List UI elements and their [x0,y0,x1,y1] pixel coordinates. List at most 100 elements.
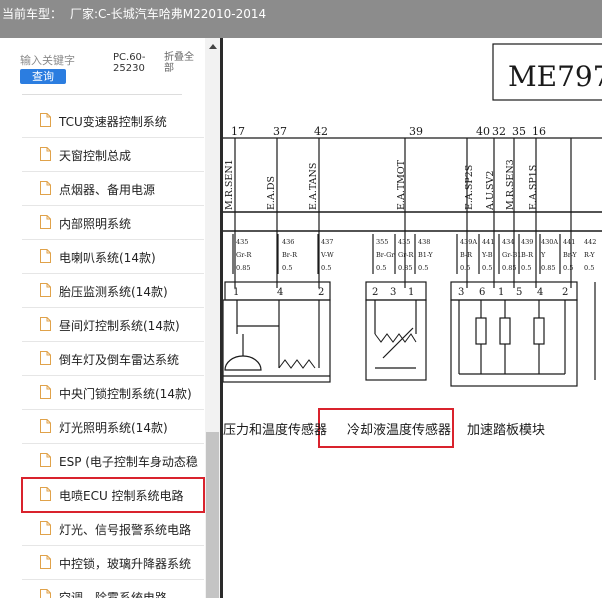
tree-item-label: 倒车灯及倒车雷达系统 [59,353,180,367]
tree-item-label: 电喇叭系统(14款) [59,251,156,265]
wire-size: 0.5 [376,264,386,272]
wire-number: 442 [584,238,596,246]
tree-item[interactable]: 灯光照明系统(14款) [22,410,204,444]
tree-item[interactable]: 电喇叭系统(14款) [22,240,204,274]
wire-color: Gr-B1 [502,251,521,259]
tree-item-label: 中控锁，玻璃升降器系统 [59,557,192,571]
tree-item[interactable]: 昼间灯控制系统(14款) [22,308,204,342]
connector-pin: 3 [458,287,464,298]
wire-size: 0.85 [398,264,412,272]
document-icon [40,147,51,161]
wire-number: 439 [521,238,533,246]
document-icon [40,419,51,433]
tree-item-label: 内部照明系统 [59,217,132,231]
search-button[interactable]: 查询 [20,69,66,84]
wire-size: 0.85 [541,264,555,272]
wire-size: 0.85 [236,264,250,272]
tree-item-label: 电喷ECU 控制系统电路 [59,489,184,503]
wire-color: V-W [320,251,334,259]
pane-divider[interactable] [220,38,223,598]
wire-color: Br-Y [563,251,577,259]
wire-size: 0.5 [482,264,492,272]
signal-label: E.A.SP1S [528,165,539,210]
pin-number: 35 [512,125,526,138]
wire-color: Br-Gr [376,251,395,259]
sidebar-scrollbar[interactable] [205,38,220,598]
connector-pin: 1 [233,287,239,298]
ecu-box [492,43,602,101]
search-area: 查询 PC.60-25230 折叠全部 [0,38,205,92]
tree-item-label: 昼间灯控制系统(14款) [59,319,180,333]
pin-number: 32 [492,125,506,138]
tree-item[interactable]: TCU变速器控制系统 [22,104,204,138]
chevron-up-icon[interactable] [209,44,217,49]
tree-list: TCU变速器控制系统天窗控制总成点烟器、备用电源内部照明系统电喇叭系统(14款)… [0,38,205,598]
wire-number: 441 [482,238,494,246]
tree-item[interactable]: 空调、除雾系统电路 [22,580,204,598]
tree-item-label: 点烟器、备用电源 [59,183,156,197]
document-icon [40,453,51,467]
wire-color: Gr-R [236,251,252,259]
wire-number: 441 [563,238,575,246]
signal-label: M.R.SEN3 [505,159,516,210]
tree-item[interactable]: 内部照明系统 [22,206,204,240]
wire-size: 0.5 [563,264,573,272]
document-icon [40,555,51,569]
vehicle-value: 厂家:C-长城汽车哈弗M22010-2014 [70,7,267,21]
wire-number: 355 [376,238,388,246]
signal-label: M.R.SEN1 [224,159,235,210]
document-icon [40,521,51,535]
wire-number: 439A [460,238,477,246]
wire-number: 435 [236,238,248,246]
collapse-all-button[interactable]: 折叠全部 [164,52,194,74]
connector-pin: 2 [318,287,324,298]
wire-number: 435 [398,238,410,246]
scrollbar-thumb[interactable] [206,432,219,598]
document-icon [40,215,51,229]
tree-item[interactable]: 点烟器、备用电源 [22,172,204,206]
tree-item-label: 天窗控制总成 [59,149,132,163]
document-icon [40,249,51,263]
tree-item[interactable]: 中控锁，玻璃升降器系统 [22,546,204,580]
pin-number: 17 [231,125,245,138]
vehicle-label: 当前车型： [2,7,63,21]
wire-color: Br-R [282,251,298,259]
connector-pin: 5 [516,287,522,298]
pin-number: 16 [532,125,546,138]
wire-color: Gr-R [398,251,414,259]
wire-size: 0.5 [282,264,292,272]
wire-size: 0.5 [521,264,531,272]
title-bar: 当前车型： 厂家:C-长城汽车哈弗M22010-2014 [0,0,602,38]
wire-color: B-R [460,251,473,259]
connector-pin: 6 [479,287,485,298]
document-icon [40,113,51,127]
tree-item[interactable]: 倒车灯及倒车雷达系统 [22,342,204,376]
connector-pin: 1 [408,287,414,298]
pin-number: 37 [273,125,287,138]
tree-item-label: 空调、除雾系统电路 [59,591,168,598]
sensor-caption: 压力和温度传感器 [223,422,327,438]
document-icon [40,317,51,331]
tree-item[interactable]: 电喷ECU 控制系统电路 [21,477,205,513]
tree-item[interactable]: ESP (电子控制车身动态稳 [22,444,204,478]
connector-pin: 2 [562,287,568,298]
pin-number: 39 [409,125,423,138]
wire-color: B1-Y [418,251,433,259]
wire-color: Y [540,251,546,259]
sidebar: 查询 PC.60-25230 折叠全部 TCU变速器控制系统天窗控制总成点烟器、… [0,38,220,598]
wire-size: 0.5 [321,264,331,272]
search-input[interactable] [20,53,104,67]
tree-item[interactable]: 中央门锁控制系统(14款) [22,376,204,410]
tree-item[interactable]: 胎压监测系统(14款) [22,274,204,308]
ecu-label: ME797 [508,60,602,93]
document-icon [40,385,51,399]
tree-item-label: ESP (电子控制车身动态稳 [59,455,198,469]
wire-size: 0.5 [460,264,470,272]
tree-item[interactable]: 灯光、信号报警系统电路 [22,512,204,546]
wire-size: 0.5 [584,264,594,272]
wire-color: Y-B [481,251,493,259]
tree-item-label: 灯光、信号报警系统电路 [59,523,192,537]
wire-size: 0.85 [502,264,516,272]
tree-item[interactable]: 天窗控制总成 [22,138,204,172]
